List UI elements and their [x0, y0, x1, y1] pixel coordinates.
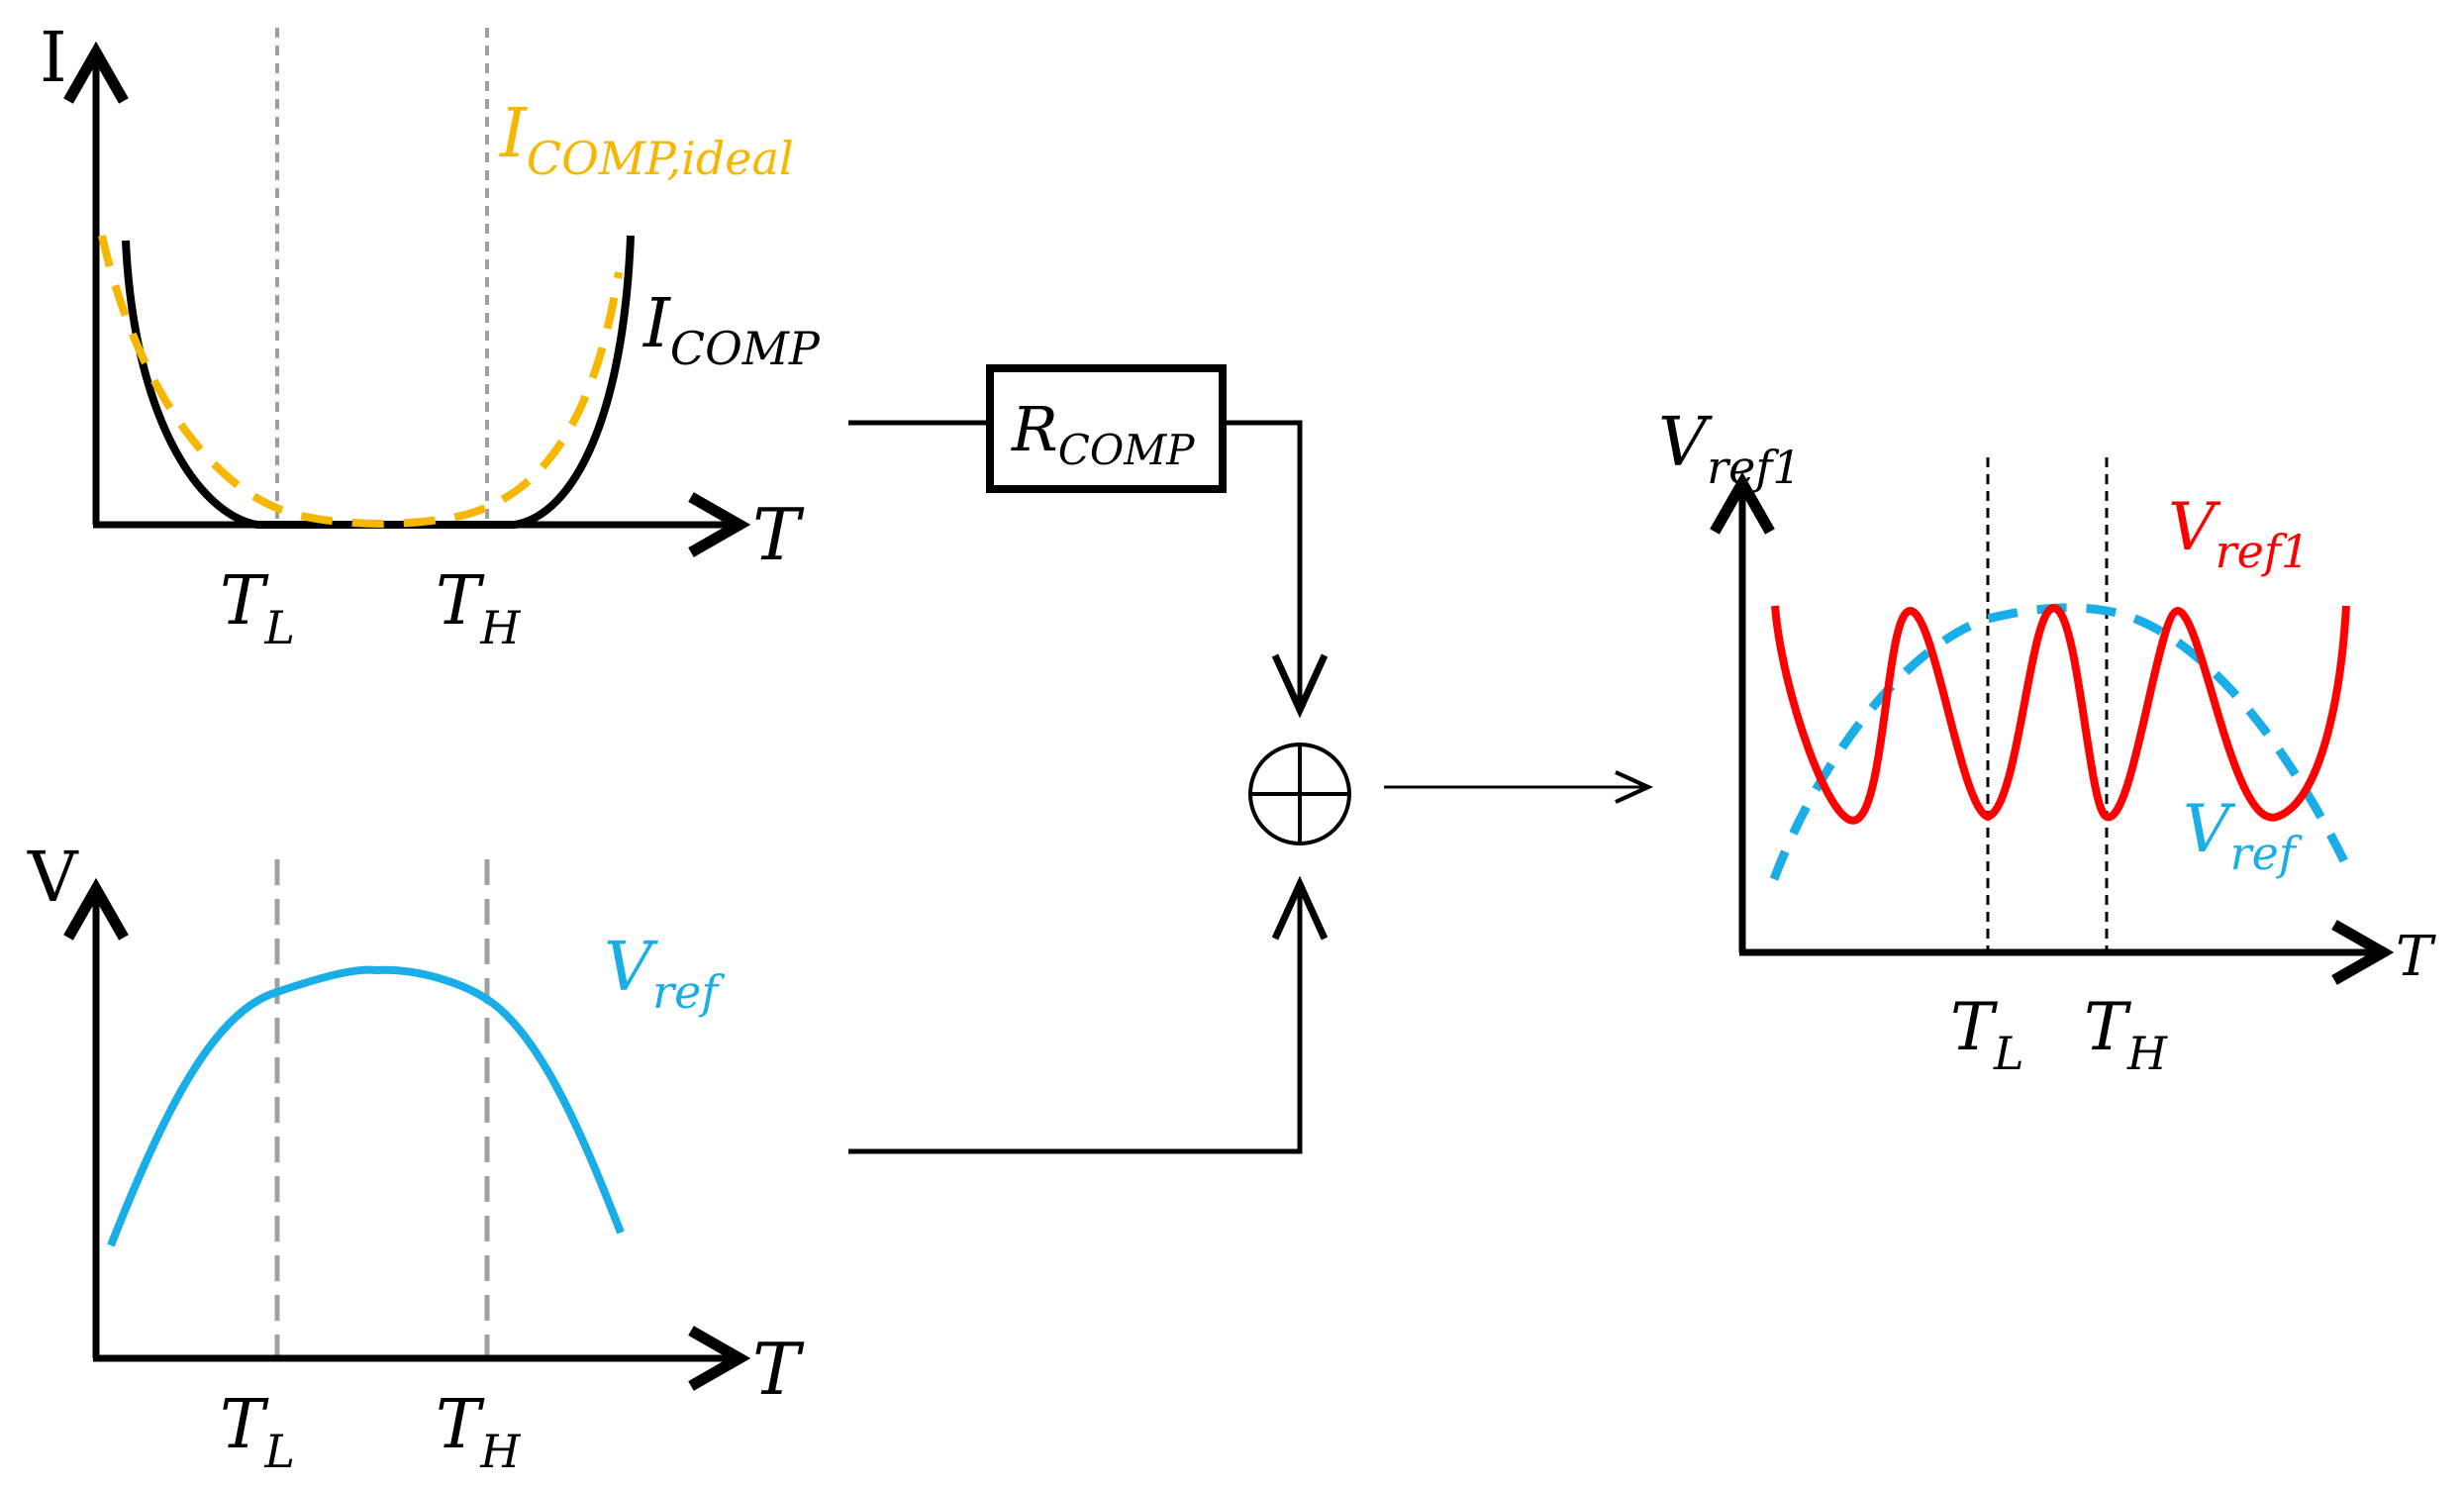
- resistor-label: RCOMP: [1011, 393, 1195, 474]
- result-y-label: Vref1: [1658, 404, 1802, 494]
- top-tick-tl: TL: [220, 562, 295, 654]
- top-x-label: T: [752, 493, 805, 576]
- bottom-curve-vref: [107, 965, 625, 1247]
- result-tick-tl: TL: [1950, 989, 2024, 1080]
- wire-bottom: [848, 875, 1329, 1154]
- bottom-tick-tl: TL: [220, 1386, 295, 1478]
- wire-resistor-to-sum: [1223, 420, 1329, 719]
- top-label-ideal: ICOMP,ideal: [498, 95, 794, 185]
- result-tick-th: TH: [2084, 989, 2168, 1080]
- bottom-plot: V T TL TH Vref: [27, 837, 805, 1478]
- result-curve-vref1: [1771, 604, 2350, 825]
- result-plot: Vref1 T TL TH Vref1 Vref: [1658, 404, 2436, 1080]
- top-label-real: ICOMP: [641, 285, 821, 375]
- top-y-label: I: [40, 17, 67, 98]
- result-label-vref1: Vref1: [2168, 489, 2310, 578]
- signal-path: RCOMP: [848, 364, 1654, 1154]
- bottom-y-label: V: [27, 837, 79, 918]
- result-x-label: T: [2396, 925, 2436, 989]
- bottom-label-vref: Vref: [604, 929, 725, 1019]
- top-curve-ideal: [98, 235, 623, 528]
- top-plot: I T TL TH ICOMP,ideal ICOMP: [40, 17, 821, 654]
- top-tick-th: TH: [436, 562, 521, 654]
- result-label-vref: Vref: [2183, 791, 2303, 880]
- bottom-x-label: T: [752, 1328, 805, 1411]
- circle-plus-icon: [1248, 743, 1351, 845]
- bottom-tick-th: TH: [436, 1386, 521, 1478]
- top-curve-real: [122, 235, 635, 529]
- resistor-box: [986, 364, 1227, 493]
